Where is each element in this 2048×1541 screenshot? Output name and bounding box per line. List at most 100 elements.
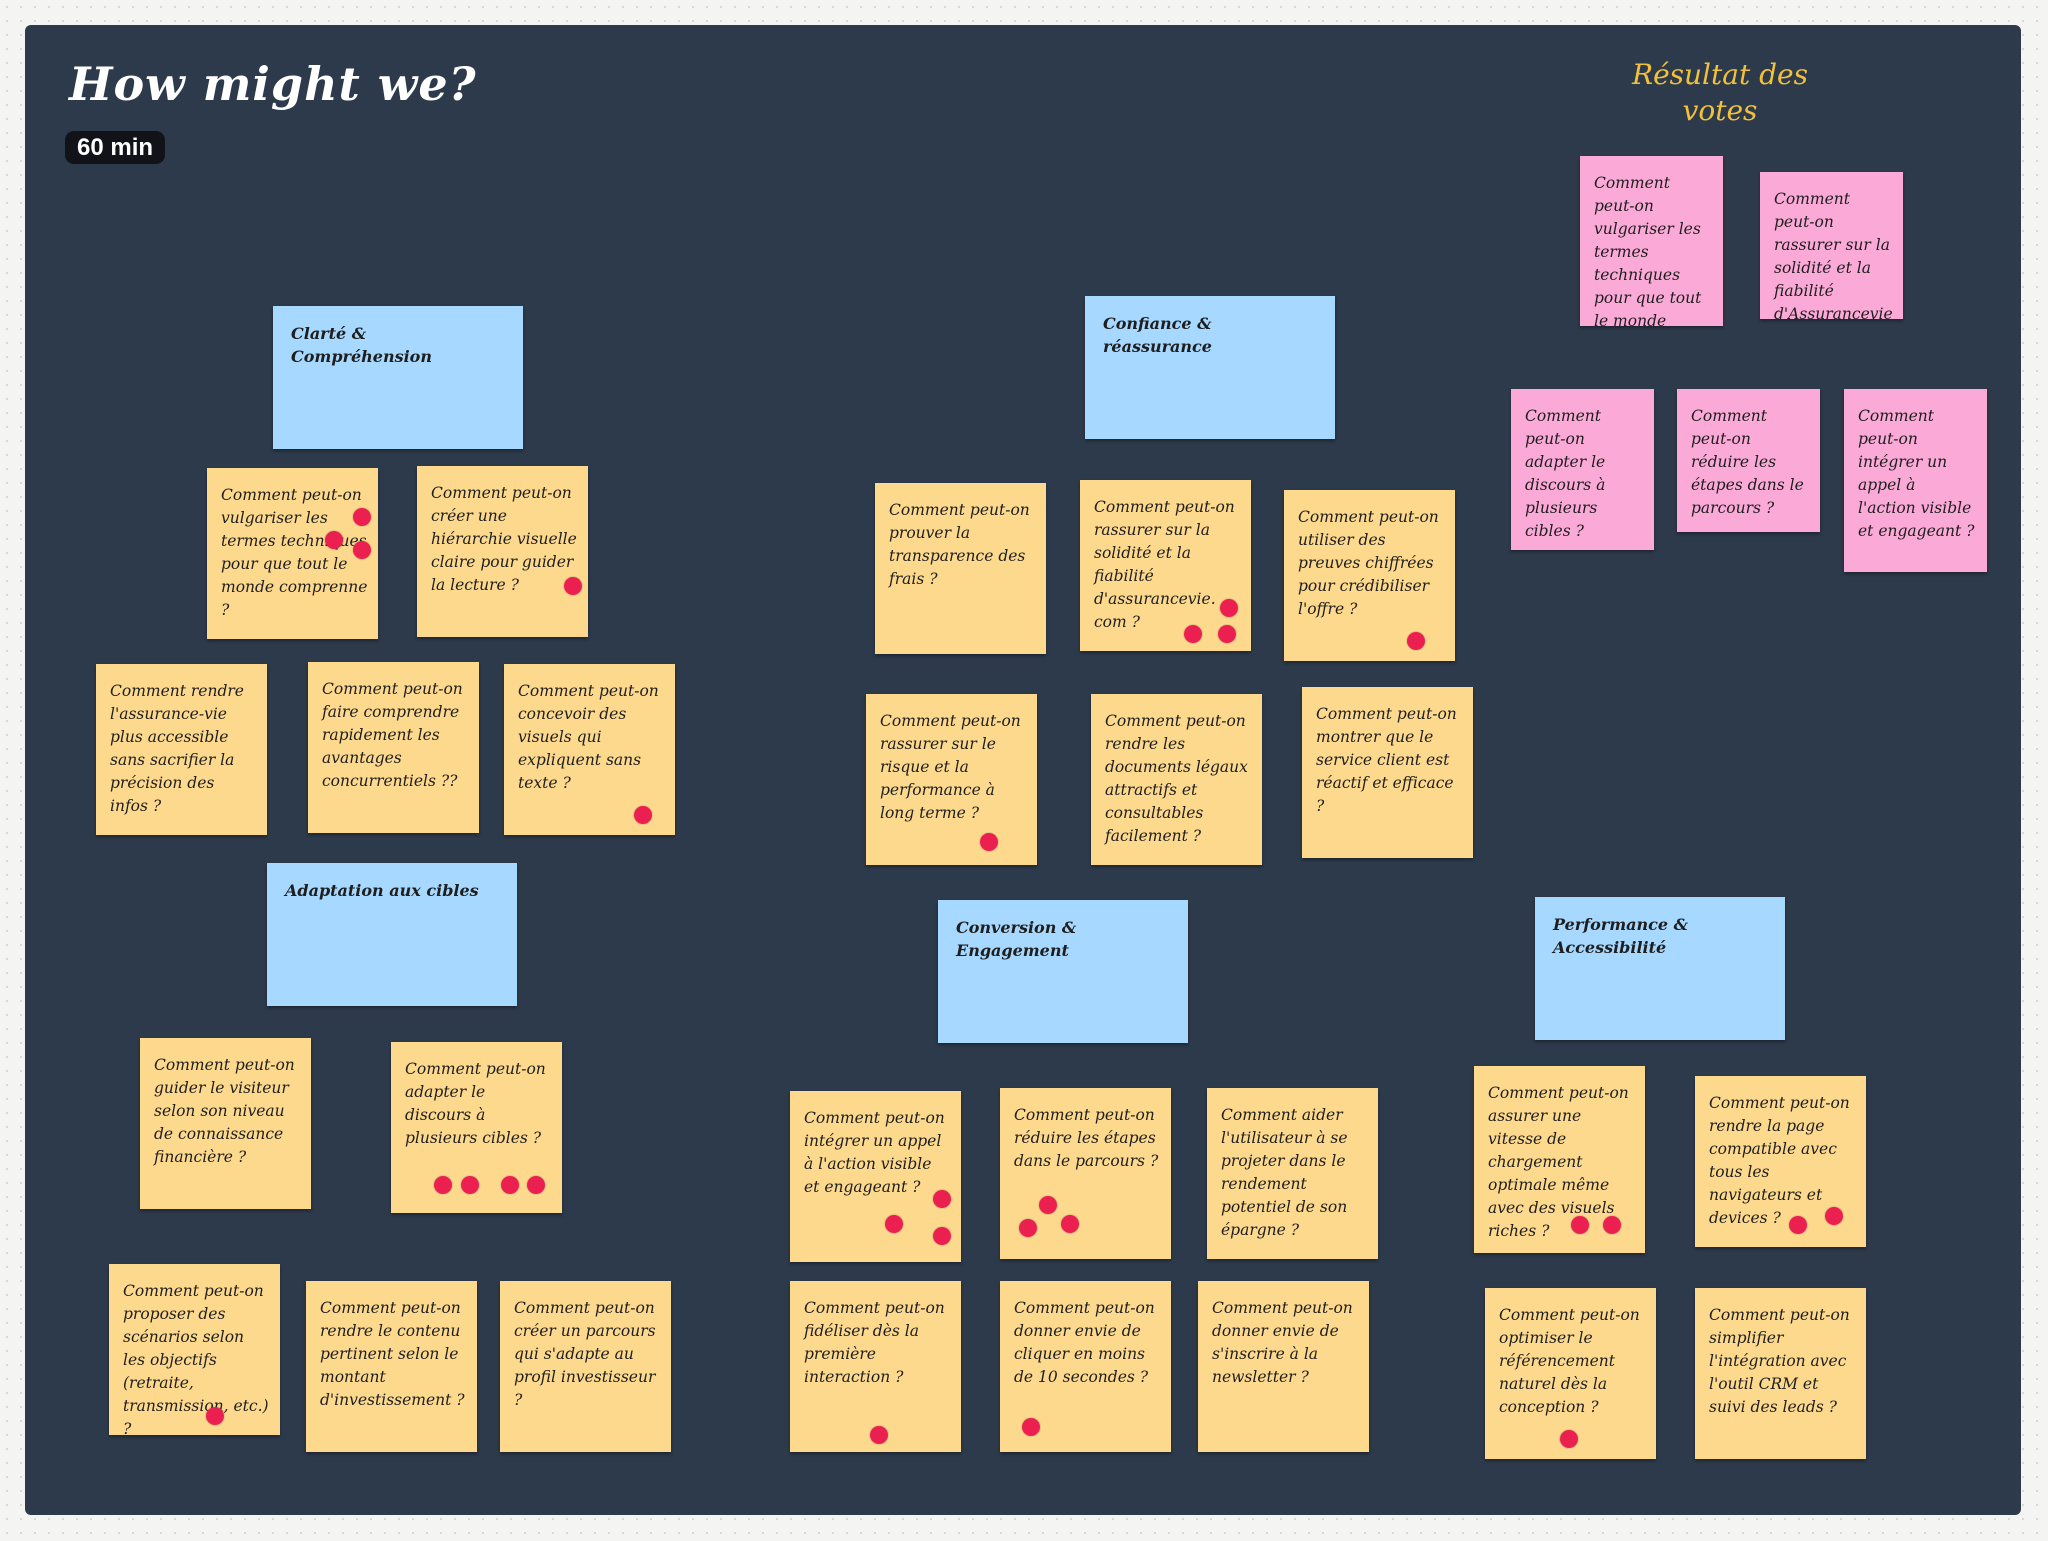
timer-badge: 60 min — [65, 131, 166, 164]
vote-dot — [1022, 1418, 1040, 1436]
sticky-note-text: Comment rendre l'assurance-vie plus acce… — [110, 682, 244, 815]
vote-dot — [206, 1407, 224, 1425]
vote-note-rassurer[interactable]: Comment peut-on rassurer sur la solidité… — [1760, 172, 1903, 319]
vote-note-integrer[interactable]: Comment peut-on intégrer un appel à l'ac… — [1844, 389, 1987, 572]
vote-dot — [1407, 632, 1425, 650]
vote-dot — [1218, 625, 1236, 643]
sticky-note-text: Comment peut-on rendre les documents lég… — [1105, 712, 1248, 845]
sticky-note-confiance-1[interactable]: Comment peut-on prouver la transparence … — [875, 483, 1046, 654]
vote-dot — [885, 1215, 903, 1233]
category-title: Clarté & Compréhension — [291, 324, 432, 366]
vote-dot — [1220, 599, 1238, 617]
sticky-note-confiance-3[interactable]: Comment peut-on utiliser des preuves chi… — [1284, 490, 1455, 661]
vote-note-text: Comment peut-on réduire les étapes dans … — [1691, 407, 1804, 517]
vote-dot — [564, 577, 582, 595]
vote-dot — [1603, 1216, 1621, 1234]
sticky-note-conversion-6[interactable]: Comment peut-on donner envie de s'inscri… — [1198, 1281, 1369, 1452]
sticky-note-text: Comment peut-on rassurer sur la solidité… — [1094, 498, 1235, 631]
sticky-note-adaptation-3[interactable]: Comment peut-on proposer des scénarios s… — [109, 1264, 280, 1435]
vote-note-adapter[interactable]: Comment peut-on adapter le discours à pl… — [1511, 389, 1654, 550]
vote-dot — [461, 1176, 479, 1194]
vote-dot — [1019, 1219, 1037, 1237]
sticky-note-text: Comment peut-on simplifier l'intégration… — [1709, 1306, 1850, 1416]
sticky-note-text: Comment peut-on montrer que le service c… — [1316, 705, 1457, 815]
vote-dot — [1825, 1207, 1843, 1225]
sticky-note-text: Comment peut-on guider le visiteur selon… — [154, 1056, 295, 1166]
sticky-note-text: Comment peut-on créer une hiérarchie vis… — [431, 484, 577, 594]
sticky-note-performance-2[interactable]: Comment peut-on rendre la page compatibl… — [1695, 1076, 1866, 1247]
sticky-note-text: Comment peut-on créer un parcours qui s'… — [514, 1299, 656, 1409]
sticky-note-conversion-1[interactable]: Comment peut-on intégrer un appel à l'ac… — [790, 1091, 961, 1262]
sticky-note-text: Comment aider l'utilisateur à se projete… — [1221, 1106, 1348, 1239]
sticky-note-conversion-4[interactable]: Comment peut-on fidéliser dès la premièr… — [790, 1281, 961, 1452]
vote-dot — [1571, 1216, 1589, 1234]
vote-dot — [1560, 1430, 1578, 1448]
vote-dot — [933, 1190, 951, 1208]
vote-note-text: Comment peut-on rassurer sur la solidité… — [1774, 190, 1893, 319]
sticky-note-text: Comment peut-on rendre le contenu pertin… — [320, 1299, 465, 1409]
sticky-note-conversion-2[interactable]: Comment peut-on réduire les étapes dans … — [1000, 1088, 1171, 1259]
sticky-note-confiance-5[interactable]: Comment peut-on rendre les documents lég… — [1091, 694, 1262, 865]
sticky-note-text: Comment peut-on utiliser des preuves chi… — [1298, 508, 1439, 618]
sticky-note-text: Comment peut-on vulgariser les termes te… — [221, 486, 368, 619]
sticky-note-text: Comment peut-on rassurer sur le risque e… — [880, 712, 1021, 822]
votes-title: Résultat des votes — [1632, 58, 1808, 127]
sticky-note-adaptation-1[interactable]: Comment peut-on guider le visiteur selon… — [140, 1038, 311, 1209]
category-header-confiance[interactable]: Confiance & réassurance — [1085, 296, 1335, 439]
sticky-note-performance-3[interactable]: Comment peut-on optimiser le référenceme… — [1485, 1288, 1656, 1459]
sticky-note-text: Comment peut-on intégrer un appel à l'ac… — [804, 1109, 945, 1196]
category-header-conversion[interactable]: Conversion & Engagement — [938, 900, 1188, 1043]
sticky-note-adaptation-4[interactable]: Comment peut-on rendre le contenu pertin… — [306, 1281, 477, 1452]
sticky-note-text: Comment peut-on fidéliser dès la premièr… — [804, 1299, 945, 1386]
vote-dot — [325, 531, 343, 549]
category-title: Performance & Accessibilité — [1553, 915, 1689, 957]
sticky-note-text: Comment peut-on donner envie de cliquer … — [1014, 1299, 1155, 1386]
vote-dot — [353, 541, 371, 559]
vote-note-text: Comment peut-on vulgariser les termes te… — [1594, 174, 1702, 326]
sticky-note-performance-4[interactable]: Comment peut-on simplifier l'intégration… — [1695, 1288, 1866, 1459]
vote-dot — [634, 806, 652, 824]
sticky-note-confiance-2[interactable]: Comment peut-on rassurer sur la solidité… — [1080, 480, 1251, 651]
sticky-note-text: Comment peut-on réduire les étapes dans … — [1014, 1106, 1159, 1170]
sticky-note-performance-1[interactable]: Comment peut-on assurer une vitesse de c… — [1474, 1066, 1645, 1253]
vote-dot — [1184, 625, 1202, 643]
sticky-note-text: Comment peut-on faire comprendre rapidem… — [322, 680, 463, 790]
sticky-note-clarte-5[interactable]: Comment peut-on concevoir des visuels qu… — [504, 664, 675, 835]
vote-dot — [1039, 1196, 1057, 1214]
whiteboard-canvas[interactable]: How might we? 60 min Résultat des votes … — [25, 25, 2021, 1515]
sticky-note-adaptation-5[interactable]: Comment peut-on créer un parcours qui s'… — [500, 1281, 671, 1452]
vote-dot — [1061, 1215, 1079, 1233]
sticky-note-clarte-4[interactable]: Comment peut-on faire comprendre rapidem… — [308, 662, 479, 833]
vote-note-reduire[interactable]: Comment peut-on réduire les étapes dans … — [1677, 389, 1820, 532]
sticky-note-text: Comment peut-on donner envie de s'inscri… — [1212, 1299, 1353, 1386]
sticky-note-confiance-6[interactable]: Comment peut-on montrer que le service c… — [1302, 687, 1473, 858]
category-title: Confiance & réassurance — [1103, 314, 1212, 356]
category-title: Adaptation aux cibles — [285, 881, 479, 900]
sticky-note-text: Comment peut-on adapter le discours à pl… — [405, 1060, 546, 1147]
vote-dot — [501, 1176, 519, 1194]
category-header-performance[interactable]: Performance & Accessibilité — [1535, 897, 1785, 1040]
sticky-note-clarte-2[interactable]: Comment peut-on créer une hiérarchie vis… — [417, 466, 588, 637]
sticky-note-text: Comment peut-on prouver la transparence … — [889, 501, 1030, 588]
vote-dot — [1789, 1216, 1807, 1234]
sticky-note-confiance-4[interactable]: Comment peut-on rassurer sur le risque e… — [866, 694, 1037, 865]
sticky-note-conversion-3[interactable]: Comment aider l'utilisateur à se projete… — [1207, 1088, 1378, 1259]
sticky-note-clarte-1[interactable]: Comment peut-on vulgariser les termes te… — [207, 468, 378, 639]
sticky-note-clarte-3[interactable]: Comment rendre l'assurance-vie plus acce… — [96, 664, 267, 835]
vote-dot — [870, 1426, 888, 1444]
sticky-note-text: Comment peut-on optimiser le référenceme… — [1499, 1306, 1640, 1416]
vote-dot — [527, 1176, 545, 1194]
vote-note-vulgariser[interactable]: Comment peut-on vulgariser les termes te… — [1580, 156, 1723, 326]
sticky-note-conversion-5[interactable]: Comment peut-on donner envie de cliquer … — [1000, 1281, 1171, 1452]
category-header-clarte[interactable]: Clarté & Compréhension — [273, 306, 523, 449]
vote-dot — [353, 508, 371, 526]
category-header-adaptation[interactable]: Adaptation aux cibles — [267, 863, 517, 1006]
sticky-note-text: Comment peut-on concevoir des visuels qu… — [518, 682, 659, 792]
category-title: Conversion & Engagement — [956, 918, 1077, 960]
sticky-note-adaptation-2[interactable]: Comment peut-on adapter le discours à pl… — [391, 1042, 562, 1213]
sticky-note-text: Comment peut-on assurer une vitesse de c… — [1488, 1084, 1629, 1240]
vote-dot — [933, 1227, 951, 1245]
vote-note-text: Comment peut-on adapter le discours à pl… — [1525, 407, 1606, 540]
board-title: How might we? — [69, 57, 477, 111]
sticky-note-text: Comment peut-on proposer des scénarios s… — [123, 1282, 269, 1435]
